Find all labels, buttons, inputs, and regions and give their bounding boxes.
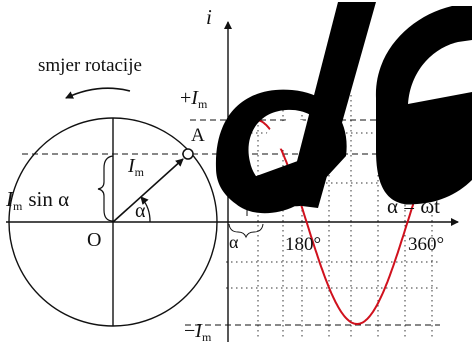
amplitude-positive-label: +Im bbox=[180, 87, 208, 111]
axis-i-label: i bbox=[206, 5, 212, 29]
amplitude-negative-label: −Im bbox=[184, 320, 212, 344]
tick-180-label: 180° bbox=[285, 234, 321, 255]
rotation-label: smjer rotacije bbox=[38, 55, 142, 76]
watermark-logo bbox=[215, 2, 472, 214]
alpha-arc bbox=[140, 196, 151, 223]
phasor-arrow bbox=[112, 158, 184, 223]
phasor-label: Im bbox=[127, 155, 145, 179]
point-a-label: A bbox=[191, 125, 205, 146]
rotation-arrow bbox=[65, 87, 131, 99]
alpha-angle-label: α bbox=[135, 200, 146, 222]
projection-brace bbox=[97, 155, 114, 222]
alpha-offset-brace bbox=[228, 223, 264, 239]
tick-360-label: 360° bbox=[408, 234, 444, 255]
origin-label: O bbox=[87, 229, 101, 251]
point-a-marker bbox=[182, 148, 194, 160]
alpha-offset-label: α bbox=[229, 232, 239, 252]
alpha-axis-label: α = ωt bbox=[387, 194, 440, 218]
